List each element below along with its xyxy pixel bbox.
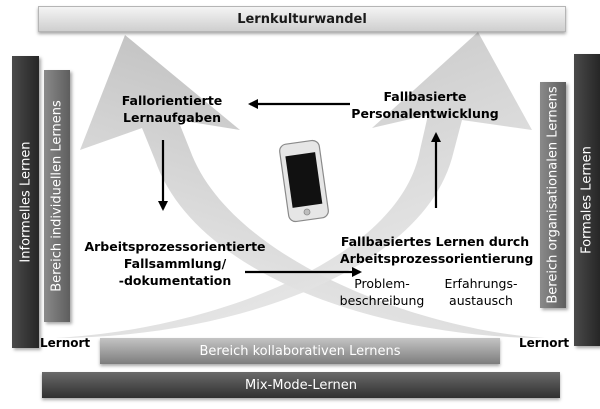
node-line: Fallbasierte [383,89,467,104]
node-line: Arbeitsprozessorientierung [340,251,534,266]
curved-arrow-right [55,32,532,338]
side-bar-individual-label: Bereich individuellen Lernens [49,100,65,292]
node-fallbasierte-personalentwicklung: Fallbasierte Personalentwicklung [350,88,500,122]
side-bar-organisational: Bereich organisationalen Lernens [540,82,566,308]
top-bar-lernkulturwandel: Lernkulturwandel [38,6,566,32]
side-bar-informal: Informelles Lernen [12,56,39,348]
node-fallbasiertes-lernen: Fallbasiertes Lernen durch Arbeitsprozes… [340,233,534,267]
bar-mix-mode-learning: Mix-Mode-Lernen [42,372,560,398]
bar-collaborative-label: Bereich kollaborativen Lernens [199,343,401,359]
node-line: austausch [449,293,513,308]
node-fallorientierte-lernaufgaben: Fallorientierte Lernaufgaben [112,92,232,126]
top-bar-label: Lernkulturwandel [237,11,367,27]
node-line: Erfahrungs- [444,276,518,291]
side-bar-formal-label: Formales Lernen [579,146,595,254]
node-erfahrungsaustausch: Erfahrungs- austausch [436,275,526,309]
side-bar-organisational-label: Bereich organisationalen Lernens [545,86,561,304]
node-line: -dokumentation [118,273,232,288]
bar-collaborative-learning: Bereich kollaborativen Lernens [100,338,500,364]
side-bar-individual: Bereich individuellen Lernens [44,70,70,322]
node-line: Personalentwicklung [351,106,499,121]
side-bar-formal: Formales Lernen [574,54,600,346]
node-line: Fallorientierte [121,93,223,108]
side-bar-informal-label: Informelles Lernen [18,141,33,263]
node-line: Arbeitsprozessorientierte [84,239,266,254]
node-line: Fallsammlung/ [123,256,227,271]
node-problembeschreibung: Problem- beschreibung [334,275,430,309]
smartphone-icon [279,139,329,223]
lernort-right-label: Lernort [519,336,570,350]
node-line: Fallbasiertes Lernen durch [340,234,530,249]
node-line: Lernaufgaben [123,110,221,125]
node-line: Problem- [354,276,410,291]
bar-mix-mode-label: Mix-Mode-Lernen [245,377,357,393]
curved-arrow-left [80,35,545,338]
lernort-left-label: Lernort [40,336,91,350]
node-arbeitsprozessorientierte-fallsammlung: Arbeitsprozessorientierte Fallsammlung/ … [80,238,270,289]
node-line: beschreibung [339,293,425,308]
